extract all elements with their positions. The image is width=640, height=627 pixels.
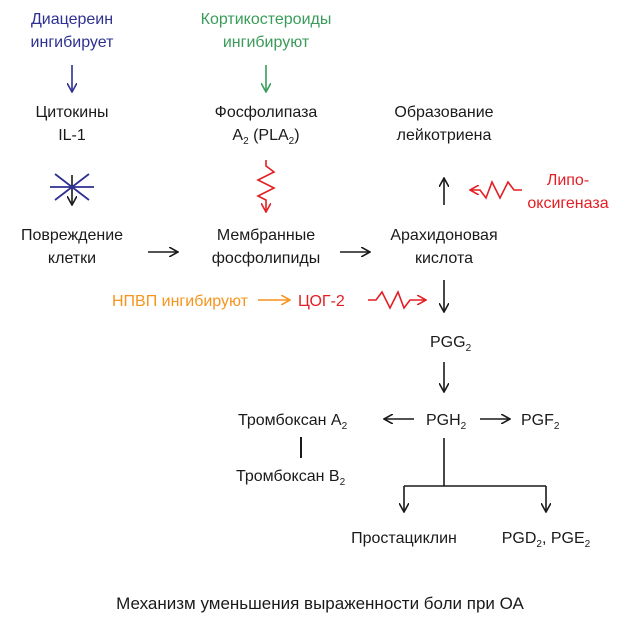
corticosteroids-label-line1: Кортикостероиды bbox=[201, 11, 332, 28]
arachidonic-acid-label-line2: кислота bbox=[415, 250, 473, 267]
cytokines-label-line2: IL-1 bbox=[58, 127, 86, 144]
diacerein-label-line2: ингибирует bbox=[31, 34, 115, 51]
cox2-zigzag-arrow bbox=[368, 290, 426, 310]
corticosteroids-label-line2: ингибируют bbox=[223, 34, 310, 51]
pgd2-pge2-label: PGD2, PGE2 bbox=[502, 530, 591, 550]
leukotriene-label-line2: лейкотриена bbox=[397, 127, 492, 144]
phospholipase-label-line2: A2 (PLA2) bbox=[232, 127, 299, 147]
pgf2-label: PGF2 bbox=[521, 412, 560, 432]
membrane-phospholipids-label-line1: Мембранные bbox=[217, 227, 315, 244]
diacerein-label-line1: Диацереин bbox=[31, 11, 113, 28]
blocked-cross-icon bbox=[50, 173, 94, 201]
cell-damage-label-line1: Повреждение bbox=[21, 227, 123, 244]
nsaid-label: НПВП ингибируют bbox=[112, 293, 249, 310]
cytokines-label-line1: Цитокины bbox=[35, 104, 108, 121]
membrane-phospholipids-label-line2: фосфолипиды bbox=[212, 250, 320, 267]
pgh2-branch-arrows bbox=[404, 438, 546, 512]
figure-caption: Механизм уменьшения выраженности боли пр… bbox=[116, 594, 524, 613]
cox2-label: ЦОГ-2 bbox=[298, 293, 345, 310]
thromboxane-b2-label: Тромбоксан B2 bbox=[236, 468, 346, 488]
lipoxygenase-label-line2: оксигеназа bbox=[527, 195, 608, 212]
lipoxygenase-zigzag-arrow bbox=[470, 180, 522, 200]
arachidonic-acid-label-line1: Арахидоновая bbox=[390, 227, 497, 244]
thromboxane-a2-label: Тромбоксан A2 bbox=[238, 412, 348, 432]
cell-damage-label-line2: клетки bbox=[48, 250, 96, 267]
leukotriene-label-line1: Образование bbox=[394, 104, 493, 121]
pgh2-label: PGH2 bbox=[426, 412, 467, 432]
phospholipase-activation-zigzag-arrow bbox=[256, 160, 276, 212]
phospholipase-label-line1: Фосфолипаза bbox=[215, 104, 318, 121]
lipoxygenase-label-line1: Липо- bbox=[547, 172, 589, 189]
pgg2-label: PGG2 bbox=[430, 334, 472, 354]
prostacyclin-label: Простациклин bbox=[351, 530, 457, 547]
